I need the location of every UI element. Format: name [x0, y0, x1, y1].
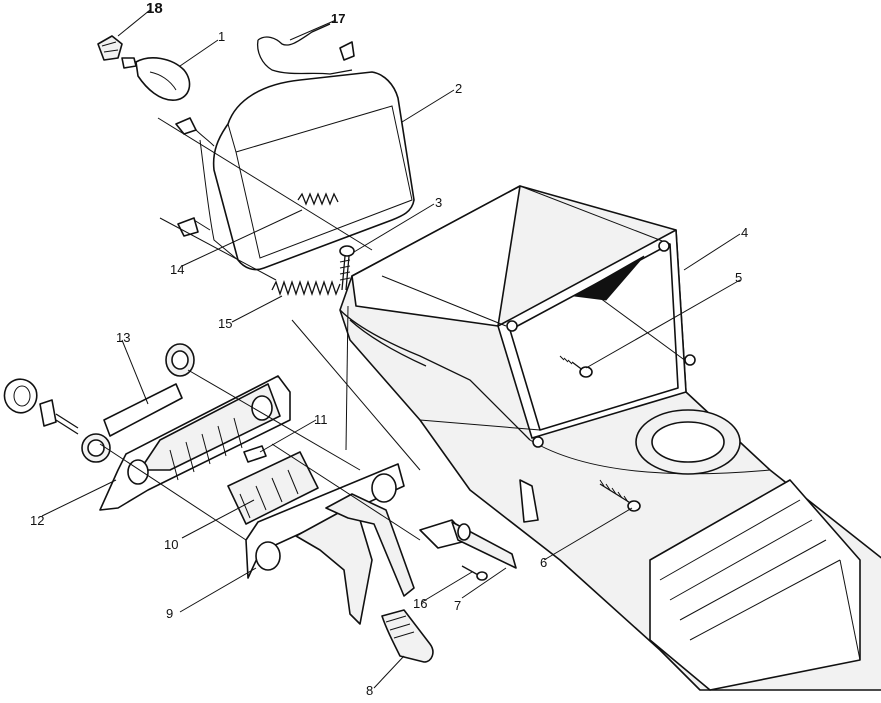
- callout-labels: 18 1 17 2 3 4 5 6 7 8 9 10 11 12 13 14 1…: [30, 0, 748, 698]
- switch-bracket: [99, 375, 291, 511]
- key-switch: [381, 609, 434, 663]
- screw-16: [461, 565, 488, 581]
- alignment-lines: [99, 117, 507, 541]
- callout-2: 2: [455, 81, 462, 96]
- callout-1: 1: [218, 29, 225, 44]
- callout-16: 16: [413, 596, 427, 611]
- key-and-grommet: [3, 378, 111, 463]
- switch-block: [227, 445, 319, 525]
- callout-15: 15: [218, 316, 232, 331]
- screw-5: [559, 355, 593, 378]
- pin-7: [419, 519, 517, 569]
- callout-7: 7: [454, 598, 461, 613]
- callout-17: 17: [331, 11, 345, 26]
- screw-3: [339, 245, 355, 291]
- callout-8: 8: [366, 683, 373, 698]
- callout-18: 18: [146, 0, 163, 17]
- callout-4: 4: [741, 225, 748, 240]
- spring-lower: [271, 279, 341, 297]
- spring-upper: [297, 192, 339, 206]
- leader-lines: [41, 9, 741, 689]
- callout-14: 14: [170, 262, 184, 277]
- callout-10: 10: [164, 537, 178, 552]
- callout-6: 6: [540, 555, 547, 570]
- callout-5: 5: [735, 270, 742, 285]
- grommet-13: [103, 343, 195, 437]
- console-housing: [339, 185, 881, 691]
- callout-3: 3: [435, 195, 442, 210]
- callout-13: 13: [116, 330, 130, 345]
- bulb-socket: [97, 35, 137, 69]
- callout-11: 11: [314, 412, 328, 427]
- headlight-bulb: [135, 57, 191, 101]
- wire-harness: [256, 23, 355, 75]
- callout-9: 9: [166, 606, 173, 621]
- headlight-housing: [175, 71, 415, 271]
- switch-plate: [245, 463, 415, 625]
- callout-12: 12: [30, 513, 44, 528]
